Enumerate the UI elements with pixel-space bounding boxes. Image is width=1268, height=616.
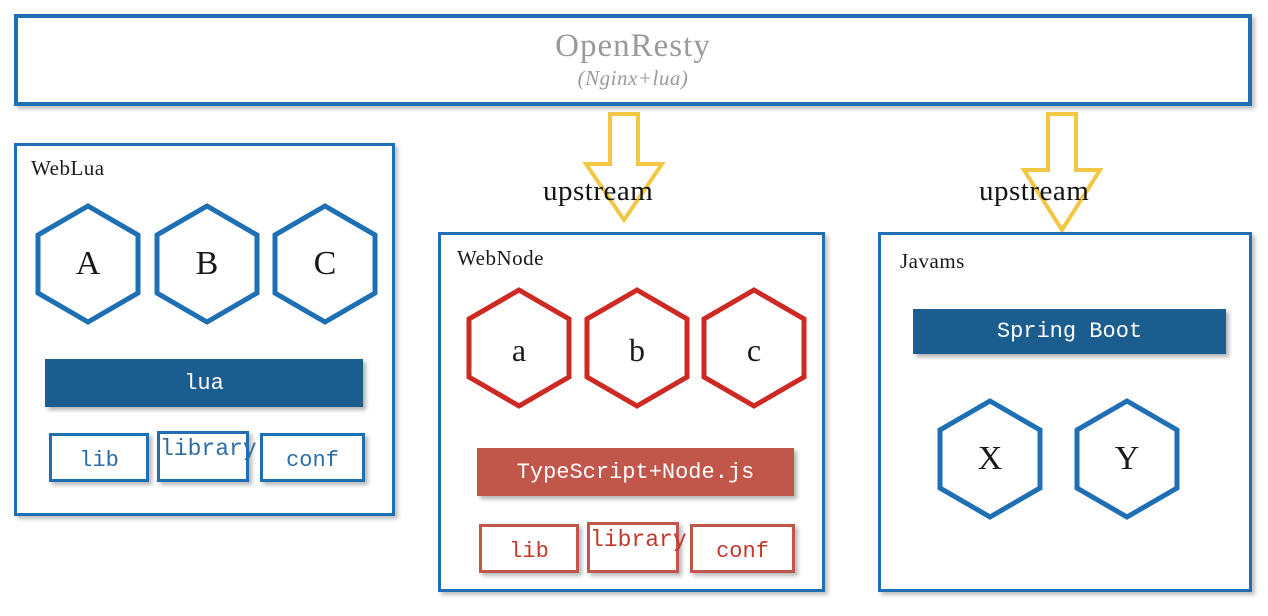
openresty-header-box: OpenResty (Nginx+lua) [14, 14, 1252, 106]
panel-title-javams: Javams [900, 249, 965, 273]
minibox-lib-webnode-label: lib [509, 539, 549, 564]
runtime-bar-typescript-node-label: TypeScript+Node.js [516, 459, 755, 485]
panel-webnode: WebNode a b c TypeScript+Node.js lib [438, 232, 825, 592]
minibox-library-webnode[interactable]: library [587, 522, 687, 573]
minibox-lib-weblua[interactable]: lib [49, 433, 149, 482]
hexagon-a[interactable]: A [34, 203, 142, 325]
runtime-bar-spring-boot-label: Spring Boot [996, 319, 1143, 344]
minibox-conf-weblua-label: conf [286, 448, 339, 473]
runtime-bar-lua[interactable]: lua [45, 359, 363, 407]
hexagon-x[interactable]: X [936, 398, 1044, 520]
minibox-library-weblua-label: library [160, 436, 257, 462]
panel-javams: Javams Spring Boot X Y [878, 232, 1252, 592]
upstream-arrow-weblua-to-webnode [582, 112, 666, 224]
down-arrow-icon [582, 112, 666, 224]
panel-weblua: WebLua A B C lua lib [14, 143, 395, 516]
minibox-library-weblua[interactable]: library [157, 431, 257, 482]
minibox-lib-weblua-label: lib [79, 448, 119, 473]
upstream-label-javams: upstream [979, 175, 1090, 207]
hexagon-y[interactable]: Y [1073, 398, 1181, 520]
minibox-library-webnode-label: library [590, 527, 687, 553]
hexagon-c[interactable]: C [271, 203, 379, 325]
minibox-conf-webnode[interactable]: conf [690, 524, 795, 573]
hexagon-b[interactable]: B [153, 203, 261, 325]
minibox-conf-weblua[interactable]: conf [260, 433, 365, 482]
minibox-conf-webnode-label: conf [716, 539, 769, 564]
hexagon-b-lower[interactable]: b [583, 287, 691, 409]
runtime-bar-lua-label: lua [184, 370, 224, 396]
hexagon-c-lower[interactable]: c [700, 287, 808, 409]
openresty-subtitle: (Nginx+lua) [577, 65, 689, 90]
minibox-lib-webnode[interactable]: lib [479, 524, 579, 573]
openresty-title: OpenResty [555, 28, 711, 65]
panel-title-weblua: WebLua [31, 156, 105, 180]
down-arrow-icon [1020, 112, 1104, 234]
runtime-bar-typescript-node[interactable]: TypeScript+Node.js [477, 448, 794, 496]
upstream-label-webnode: upstream [543, 175, 654, 207]
hexagon-a-lower[interactable]: a [465, 287, 573, 409]
upstream-arrow-to-javams [1020, 112, 1104, 234]
runtime-bar-spring-boot[interactable]: Spring Boot [913, 309, 1226, 354]
panel-title-webnode: WebNode [457, 246, 544, 270]
